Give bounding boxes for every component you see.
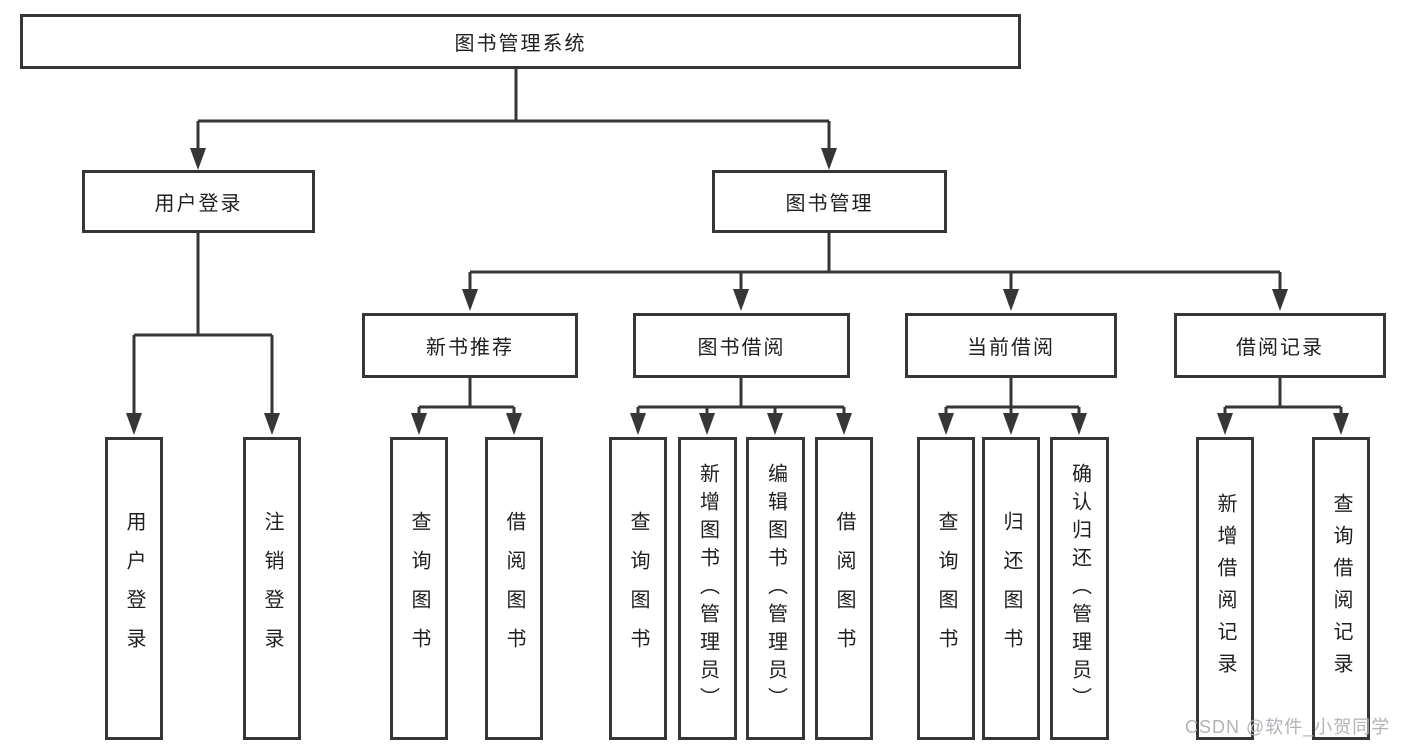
leaf-edit-books-admin: 编辑图书（管理员） (746, 437, 805, 740)
leaf-recommend-borrow-books: 借阅图书 (485, 437, 543, 740)
node-user-login: 用户登录 (82, 170, 315, 233)
leaf-query-borrow-record: 查询借阅记录 (1312, 437, 1370, 740)
connector-book-management-to-level3 (462, 233, 1288, 311)
leaf-confirm-return-admin: 确认归还（管理员） (1050, 437, 1109, 740)
connector-borrowing-records-branch (1217, 378, 1349, 435)
csdn-watermark: CSDN @软件_小贺同学 (1185, 717, 1391, 737)
leaf-borrowing-query-books: 查询图书 (609, 437, 667, 740)
connector-user-login-branch (126, 233, 280, 435)
node-new-book-recommend: 新书推荐 (362, 313, 578, 378)
connector-current-borrowing-branch (938, 378, 1087, 435)
node-borrowing-records: 借阅记录 (1174, 313, 1386, 378)
node-book-management: 图书管理 (712, 170, 947, 233)
node-library-management-system: 图书管理系统 (20, 14, 1021, 69)
leaf-return-books: 归还图书 (982, 437, 1040, 740)
leaf-borrowing-borrow-books: 借阅图书 (815, 437, 873, 740)
leaf-user-login: 用户登录 (105, 437, 163, 740)
leaf-add-books-admin: 新增图书（管理员） (678, 437, 737, 740)
connector-root-to-level2 (190, 69, 837, 170)
node-current-borrowing: 当前借阅 (905, 313, 1117, 378)
leaf-add-borrow-record: 新增借阅记录 (1196, 437, 1254, 740)
leaf-recommend-query-books: 查询图书 (390, 437, 448, 740)
node-book-borrowing: 图书借阅 (633, 313, 850, 378)
leaf-current-query-books: 查询图书 (917, 437, 975, 740)
connector-new-book-recommend-branch (411, 378, 522, 435)
connector-book-borrowing-branch (630, 378, 852, 435)
leaf-logout: 注销登录 (243, 437, 301, 740)
